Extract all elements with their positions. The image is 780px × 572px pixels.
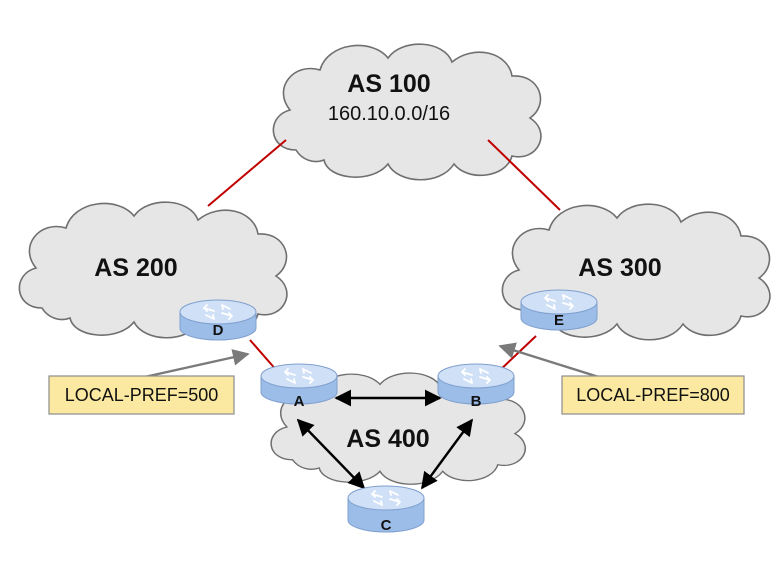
link-b-c-arrow xyxy=(421,418,473,490)
as300-title: AS 300 xyxy=(578,254,661,282)
as100-cloud: AS 100 160.10.0.0/16 xyxy=(272,43,542,181)
note-local-pref-800: LOCAL-PREF=800 xyxy=(561,375,745,415)
link-e-b xyxy=(497,335,537,373)
router-e-label: E xyxy=(554,312,564,329)
link-a-c-arrow xyxy=(296,418,366,490)
ibgp-links xyxy=(296,389,473,490)
router-a-label: A xyxy=(294,393,305,410)
router-a[interactable]: A xyxy=(260,363,338,410)
annotation-pointers xyxy=(139,342,603,380)
note-local-pref-800-text: LOCAL-PREF=800 xyxy=(576,385,730,405)
ebgp-links xyxy=(207,139,561,373)
as100-prefix: 160.10.0.0/16 xyxy=(328,103,450,125)
router-c-label: C xyxy=(381,517,392,534)
as200-title: AS 200 xyxy=(94,254,177,282)
pointer-arrow-lp500 xyxy=(139,349,250,380)
router-d[interactable]: D xyxy=(179,299,257,341)
router-icon xyxy=(347,485,425,533)
router-c[interactable]: C xyxy=(347,485,425,534)
router-icon xyxy=(520,289,598,331)
as400-title: AS 400 xyxy=(346,425,429,453)
pointer-arrow-lp800 xyxy=(498,342,603,380)
cloud-icon xyxy=(272,43,542,181)
router-b-label: B xyxy=(471,393,482,410)
router-b[interactable]: B xyxy=(437,363,515,410)
note-local-pref-500: LOCAL-PREF=500 xyxy=(48,375,235,415)
router-d-label: D xyxy=(213,322,224,339)
note-local-pref-500-text: LOCAL-PREF=500 xyxy=(65,385,219,405)
router-e[interactable]: E xyxy=(520,289,598,331)
router-icon xyxy=(179,299,257,341)
as100-title: AS 100 xyxy=(347,70,430,98)
router-icon xyxy=(437,363,515,405)
link-as100-as200 xyxy=(207,139,287,207)
router-icon xyxy=(260,363,338,405)
link-as100-as300 xyxy=(487,139,561,211)
